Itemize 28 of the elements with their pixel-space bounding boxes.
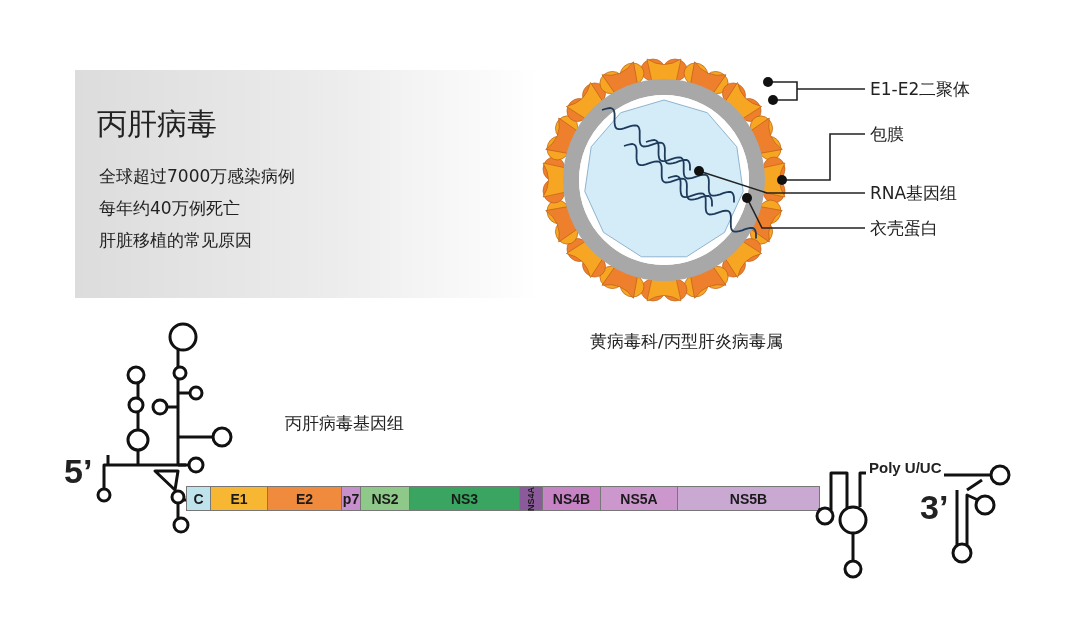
virus-drawing: [540, 56, 788, 304]
gene-segment: NS2: [361, 486, 410, 511]
gene-segment: NS4A: [520, 486, 543, 511]
gene-segment: NS5A: [601, 486, 678, 511]
leader-line: [777, 133, 866, 185]
gene-segment: E1: [211, 486, 268, 511]
leader-line: [694, 166, 866, 194]
gene-segment: E2: [268, 486, 342, 511]
three-prime-label: 3’: [920, 488, 949, 527]
callout-label: 衣壳蛋白: [870, 216, 938, 240]
gene-segment: NS3: [410, 486, 520, 511]
gene-segment: NS5B: [678, 486, 820, 511]
genome-title: 丙肝病毒基因组: [285, 412, 404, 435]
leader-line: [742, 193, 866, 229]
five-prime-label: 5’: [64, 452, 93, 491]
gene-segment: NS4B: [543, 486, 601, 511]
callout-label: E1-E2二聚体: [870, 77, 971, 101]
panel-text: 每年约40万例死亡: [99, 197, 240, 220]
panel-text: 肝脏移植的常见原因: [99, 229, 252, 252]
node-label: 黄病毒科/丙型肝炎病毒属: [590, 330, 783, 353]
poly-u-label: Poly U/UC: [869, 459, 942, 476]
gene-segment: C: [186, 486, 211, 511]
gene-segment: p7: [342, 486, 361, 511]
callout-label: RNA基因组: [870, 181, 958, 205]
callout-label: 包膜: [870, 122, 904, 146]
panel-text: 全球超过7000万感染病例: [99, 165, 296, 188]
panel-heading: 丙肝病毒: [97, 105, 217, 143]
leader-line: [763, 77, 866, 105]
